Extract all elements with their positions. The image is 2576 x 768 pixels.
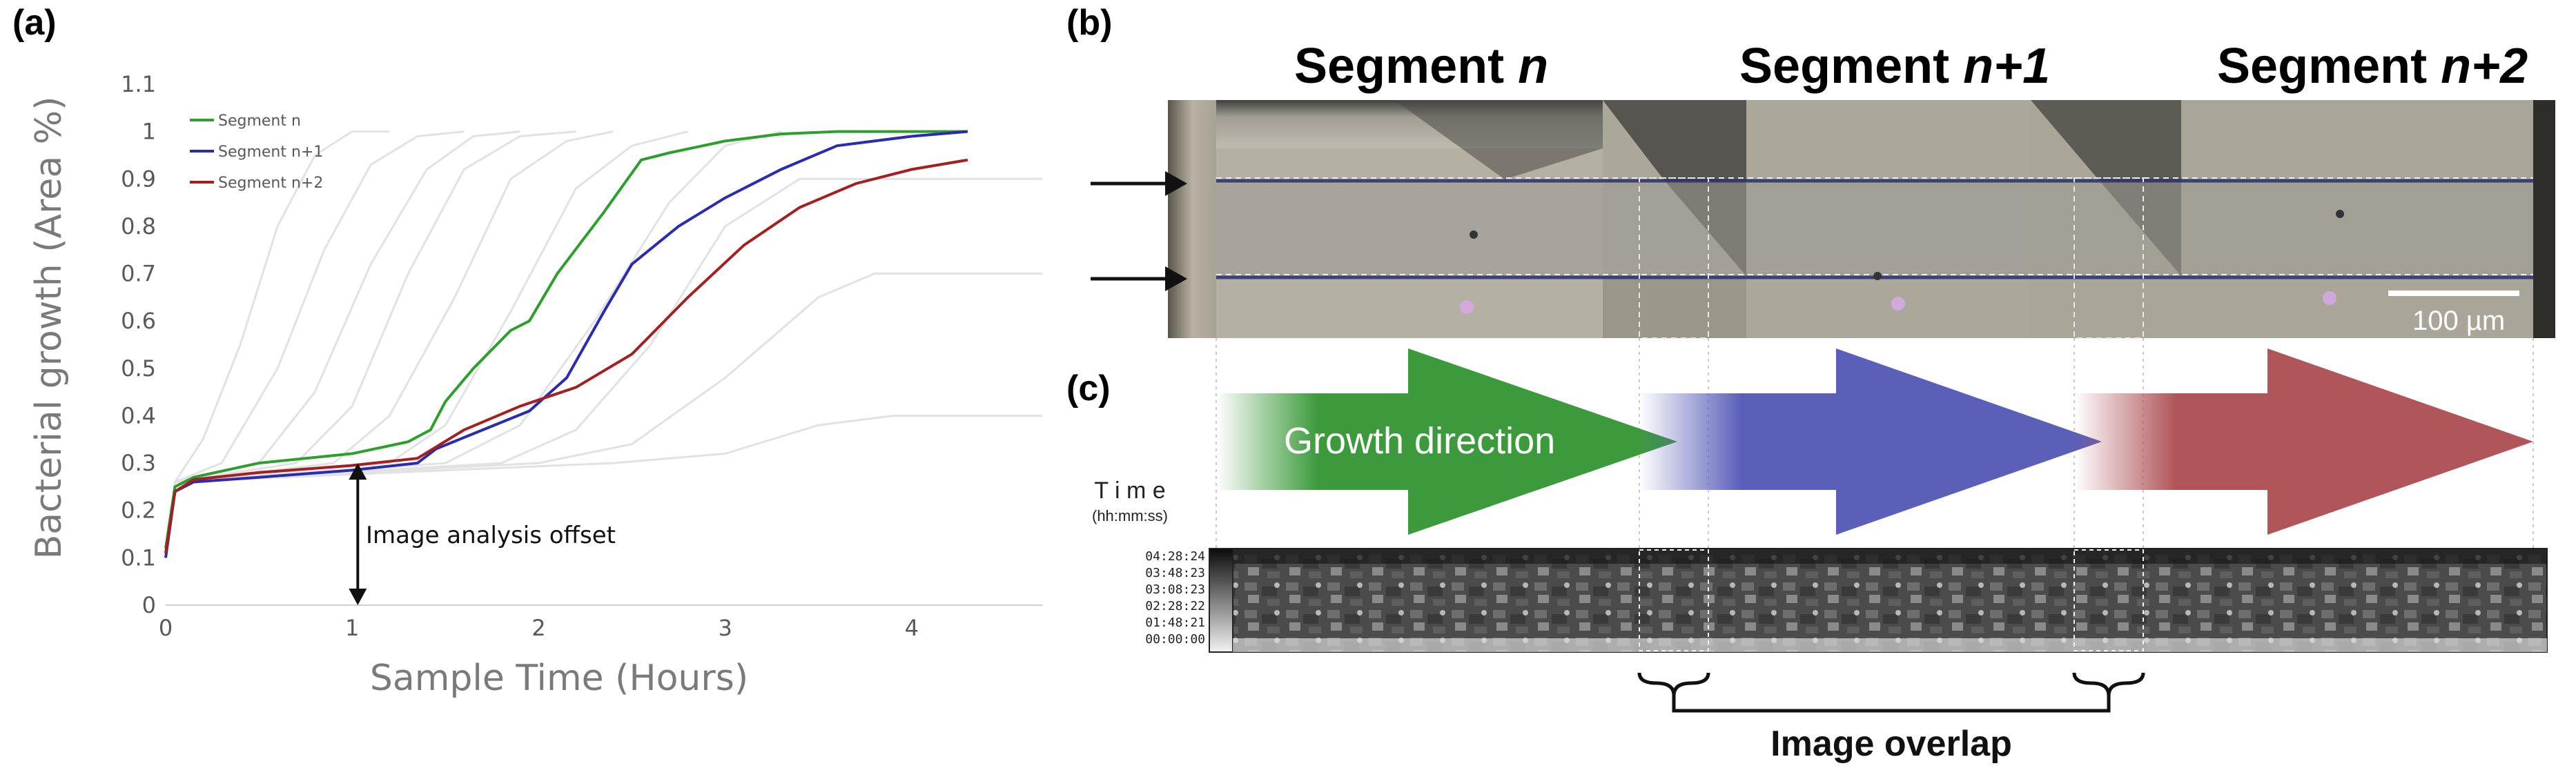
x-axis-title: Sample Time (Hours)	[370, 658, 748, 699]
panel-label-b: (b)	[1066, 3, 1112, 43]
x-tick-label: 4	[905, 615, 919, 641]
growth-arrow-green	[1216, 348, 1677, 535]
y-axis-title: Bacterial growth (Area %)	[28, 97, 70, 560]
x-tick-labels: 0 1 2 3 4	[159, 615, 919, 641]
brace-left	[1637, 672, 1710, 696]
timelapse-overlap-box-2	[2074, 549, 2144, 651]
series-line-2	[164, 130, 968, 558]
time-legend-labels: 04:28:24 03:48:23 03:08:23 02:28:22 01:48:21…	[1145, 549, 1205, 647]
background-curve	[164, 415, 1042, 558]
time-legend-label: 04:28:24	[1145, 549, 1205, 564]
growth-chart: 0 0.1 0.2 0.3 0.4 0.5 0.6 0.7 0.8 0.9 1 1.1 0 1 2 3 4 B…	[28, 71, 1042, 699]
panel-label-a: (a)	[12, 3, 57, 43]
y-tick-label: 0.3	[121, 450, 156, 476]
overlap-box-2	[2074, 177, 2144, 339]
offset-arrowhead-top	[349, 463, 367, 480]
time-legend-label: 03:48:23	[1145, 566, 1205, 580]
segment-title-n: Segment n	[1294, 39, 1548, 94]
time-format: (hh:mm:ss)	[1092, 507, 1168, 524]
channel-wall-arrows	[1091, 171, 1187, 291]
segment-title-n1: Segment n+1	[1739, 39, 2050, 94]
fluorescent-spot-1	[1460, 300, 1474, 314]
micro-left-edge	[1168, 100, 1216, 338]
timelapse-bottom-light	[1233, 638, 2547, 652]
time-header: T i m e	[1094, 477, 1165, 504]
image-overlap-label: Image overlap	[1770, 724, 2012, 764]
y-tick-labels: 0 0.1 0.2 0.3 0.4 0.5 0.6 0.7 0.8 0.9 1 1.1	[121, 71, 156, 618]
time-legend-label: 00:00:00	[1145, 632, 1205, 647]
series-line-3	[164, 158, 968, 553]
time-legend-label: 01:48:21	[1145, 616, 1205, 630]
growth-direction-label: Growth direction	[1284, 420, 1555, 462]
debris-dot-2	[1873, 272, 1882, 280]
timelapse-strip: 04:28:24 03:48:23 03:08:23 02:28:22 01:48:21…	[1145, 548, 2548, 653]
image-analysis-offset-annotation: Image analysis offset	[349, 463, 616, 605]
background-curve	[164, 130, 688, 558]
fluorescent-spot-3	[2323, 291, 2336, 305]
wall-arrow-bottom-head	[1165, 266, 1187, 291]
y-tick-label: 0.4	[121, 402, 156, 429]
channel-band	[1216, 181, 2533, 277]
overlap-box-1	[1639, 177, 1709, 339]
background-curve	[164, 130, 520, 558]
growth-arrow-blue	[1639, 348, 2102, 535]
background-curve	[164, 130, 782, 558]
y-tick-label: 0.1	[121, 544, 156, 571]
background-curve	[164, 130, 576, 558]
time-legend-label: 02:28:22	[1145, 599, 1205, 613]
y-tick-label: 1.1	[121, 71, 156, 97]
x-tick-label: 3	[718, 615, 732, 641]
growth-arrows: Growth direction	[1216, 348, 2533, 535]
x-tick-label: 2	[531, 615, 545, 641]
legend: Segment n Segment n+1 Segment n+2	[190, 112, 323, 192]
background-curve	[164, 130, 465, 558]
micro-right-edge	[2533, 100, 2555, 338]
y-tick-label: 0.8	[121, 213, 156, 239]
timelapse-overlap-box-1	[1639, 549, 1709, 651]
overlap-connector	[1672, 696, 2111, 713]
y-tick-label: 0.2	[121, 498, 156, 524]
x-tick-label: 0	[159, 615, 173, 641]
series-line-1	[164, 130, 968, 549]
x-tick-label: 1	[345, 615, 359, 641]
fluorescent-spot-2	[1891, 297, 1905, 311]
microscope-image: 100 µm	[1168, 100, 2555, 339]
timelapse-image	[1232, 548, 2548, 653]
brace-right	[2072, 672, 2145, 696]
micro-tile-2-wedge-b	[1603, 276, 1746, 338]
background-curves	[164, 130, 1042, 558]
offset-label: Image analysis offset	[366, 522, 616, 549]
offset-arrowhead-bottom	[349, 589, 367, 605]
background-curve	[164, 130, 390, 558]
background-curve	[164, 177, 1042, 558]
y-tick-label: 0.9	[121, 166, 156, 192]
time-legend-label: 03:08:23	[1145, 582, 1205, 597]
y-tick-label: 0.5	[121, 355, 156, 382]
growth-arrow-red	[2074, 348, 2533, 535]
panel-label-c: (c)	[1066, 368, 1111, 408]
background-curve	[164, 130, 614, 558]
timelapse-top-dark	[1233, 549, 2547, 564]
y-tick-label: 0.7	[121, 261, 156, 287]
image-overlap-bracket	[1637, 672, 2145, 713]
debris-dot-1	[1470, 230, 1478, 239]
segment-title-n2: Segment n+2	[2217, 39, 2528, 94]
debris-dot-3	[2336, 210, 2344, 218]
series-lines	[164, 130, 968, 558]
time-scale-bar	[1209, 548, 1233, 653]
legend-label-segment-n1: Segment n+1	[218, 144, 323, 161]
legend-label-segment-n: Segment n	[218, 112, 301, 130]
legend-label-segment-n2: Segment n+2	[218, 175, 323, 192]
segment-titles: Segment n Segment n+1 Segment n+2	[1294, 39, 2528, 94]
y-tick-label: 0.6	[121, 308, 156, 334]
wall-arrow-top-head	[1165, 171, 1187, 196]
micro-tile-1-wedge	[1394, 100, 1603, 179]
y-tick-label: 1	[142, 119, 156, 145]
scale-bar-label: 100 µm	[2412, 306, 2505, 336]
y-tick-label: 0	[142, 592, 156, 618]
